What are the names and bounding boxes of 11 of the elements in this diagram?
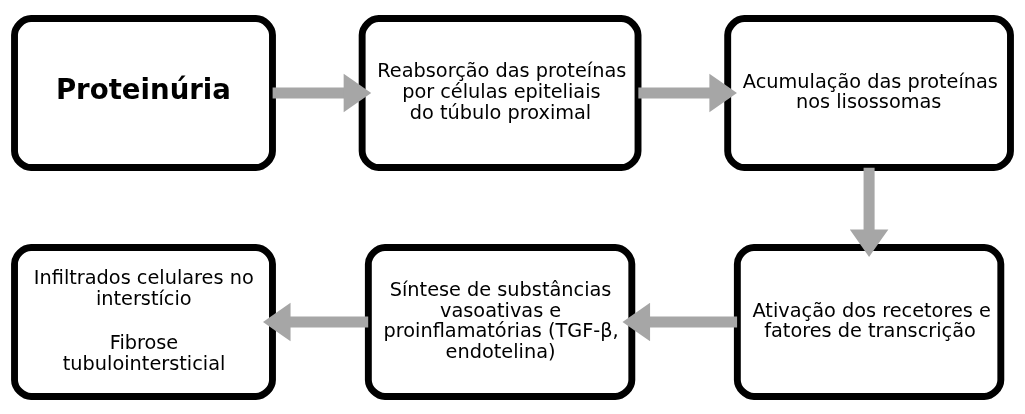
arrow [263,302,369,341]
node-box: Síntese de substâncias vasoativas e proinflamatórias (TGF-β, endotelina) [364,243,636,400]
node-box: Proteinúria [11,14,276,171]
arrow [849,167,889,257]
node-box: Infiltrados celulares no interstício Fibrose tubulointersticial [11,243,276,400]
arrow [272,73,372,112]
arrow [638,73,737,112]
node-box: Acumulação das proteínas nos lisossomas [724,14,1014,171]
node-box: Reabsorção das proteínas por células epiteliais do túbulo proximal [358,14,642,171]
node-box: Ativação dos recetores e fatores de transcrição [733,243,1005,400]
arrow [622,302,738,341]
